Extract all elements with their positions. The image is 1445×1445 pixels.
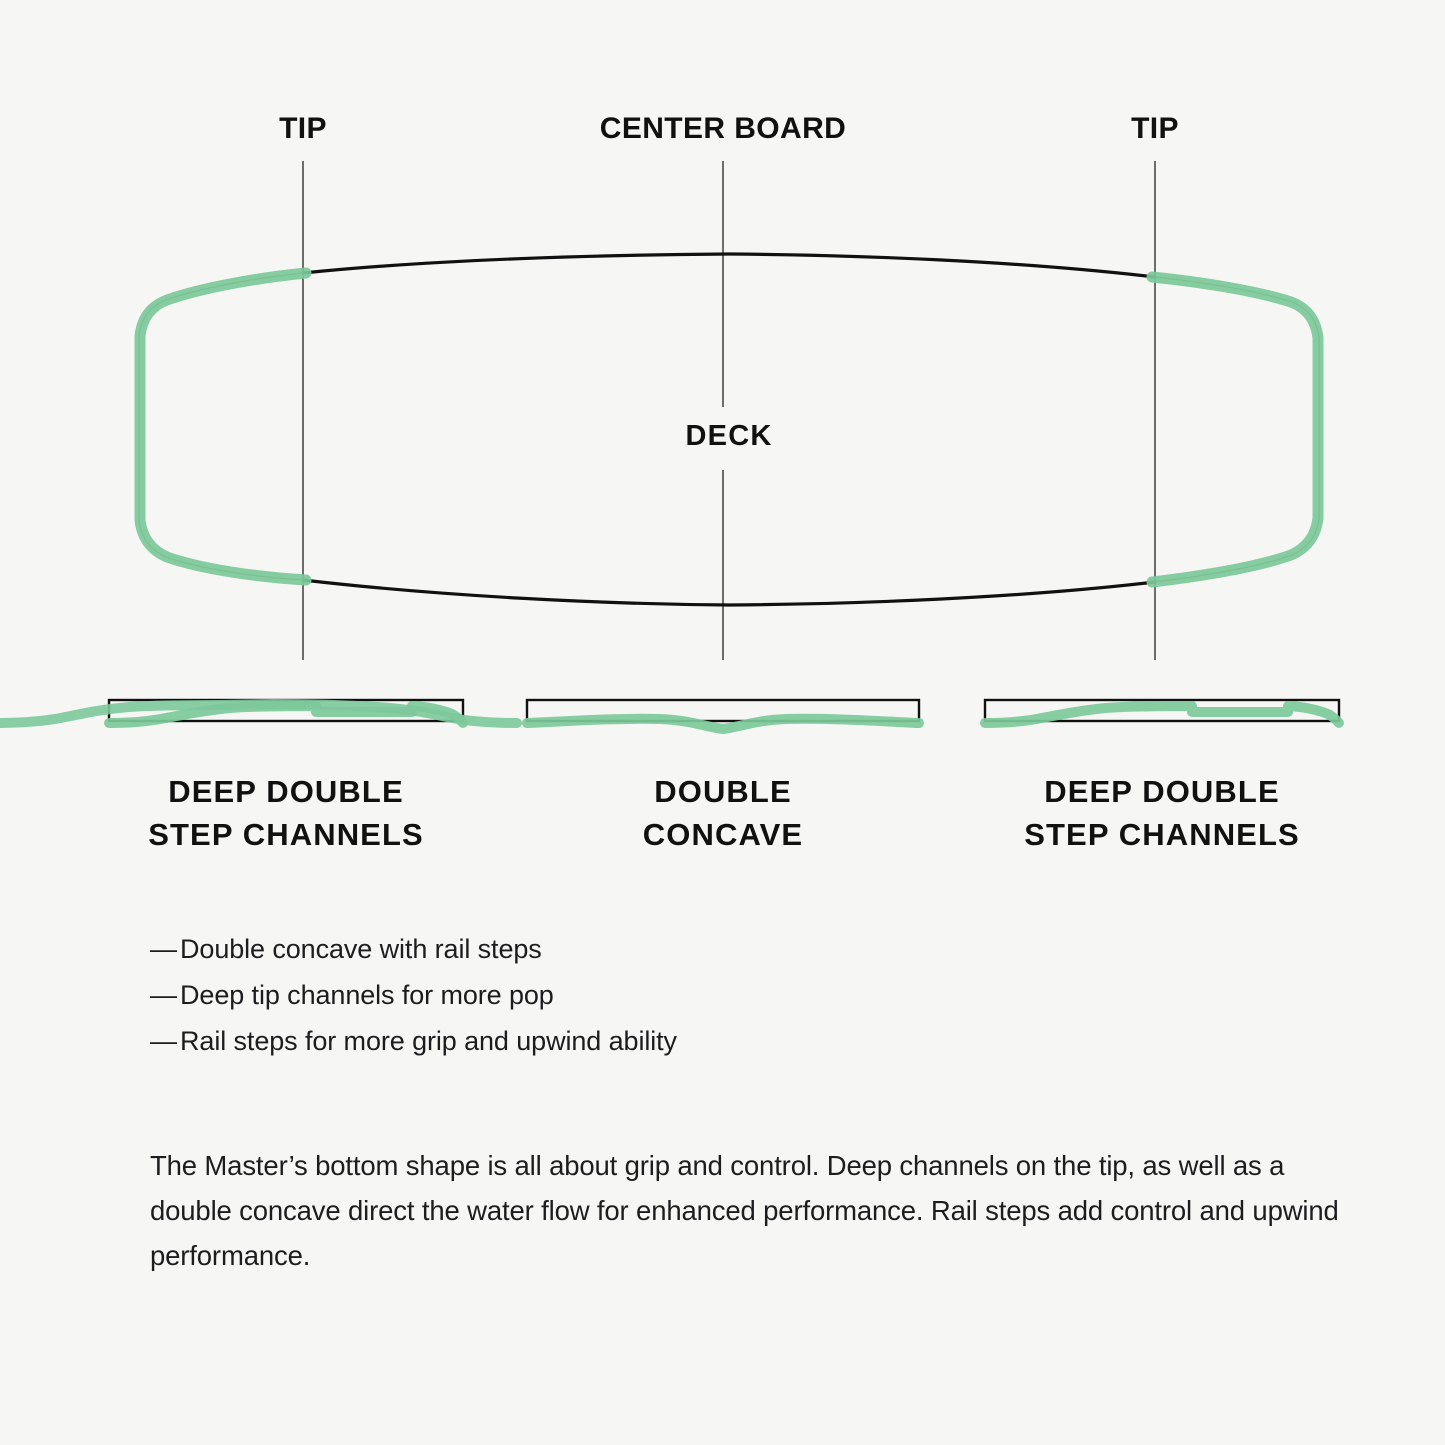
board-left-tip-hairline bbox=[138, 272, 304, 581]
bullet-text: Rail steps for more grip and upwind abil… bbox=[180, 1026, 677, 1056]
guide-line-center-upper bbox=[722, 161, 724, 407]
cross-section-right-deck-rect bbox=[983, 698, 1341, 723]
board-right-tip-green bbox=[1146, 271, 1324, 588]
bullet-text: Double concave with rail steps bbox=[180, 934, 542, 964]
section-caption-right-tip: DEEP DOUBLE STEP CHANNELS bbox=[1024, 770, 1300, 856]
list-item: — Rail steps for more grip and upwind ab… bbox=[150, 1024, 1050, 1058]
callout-label-tip-left: TIP bbox=[279, 112, 327, 145]
guide-line-tip-right bbox=[1154, 161, 1156, 660]
cross-section-left-tip bbox=[0, 698, 522, 728]
section-caption-center-board: DOUBLE CONCAVE bbox=[643, 770, 803, 856]
list-item: — Deep tip channels for more pop bbox=[150, 978, 1050, 1012]
cross-section-right-steps bbox=[980, 701, 1344, 728]
feature-bullet-list: — Double concave with rail steps — Deep … bbox=[150, 932, 1050, 1070]
bullet-dash-icon: — bbox=[150, 980, 177, 1010]
cross-section-left-profile bbox=[0, 699, 522, 728]
cross-section-center-profile bbox=[522, 713, 924, 734]
board-right-tip-hairline bbox=[1154, 276, 1320, 583]
section-caption-left-tip: DEEP DOUBLE STEP CHANNELS bbox=[148, 770, 424, 856]
deck-label: DECK bbox=[685, 420, 773, 452]
section-caption-left-tip-line1: DEEP DOUBLE bbox=[168, 774, 404, 809]
section-caption-center-board-line1: DOUBLE bbox=[654, 774, 792, 809]
guide-line-tip-left bbox=[302, 161, 304, 660]
cross-section-left-steps bbox=[104, 701, 468, 728]
cross-section-right-tip bbox=[980, 698, 1344, 728]
callout-label-center-board: CENTER BOARD bbox=[599, 112, 847, 145]
board-top-edge bbox=[301, 252, 1157, 279]
cross-section-left-deck-rect bbox=[107, 698, 465, 723]
section-caption-center-board-line2: CONCAVE bbox=[642, 817, 804, 852]
cross-section-center-deck-rect bbox=[525, 698, 921, 723]
section-caption-left-tip-line2: STEP CHANNELS bbox=[148, 817, 424, 852]
list-item: — Double concave with rail steps bbox=[150, 932, 1050, 966]
board-bottom-edge bbox=[301, 578, 1157, 607]
section-caption-right-tip-line2: STEP CHANNELS bbox=[1024, 817, 1300, 852]
board-left-tip-green bbox=[134, 267, 312, 586]
body-paragraph: The Master’s bottom shape is all about g… bbox=[150, 1150, 1339, 1271]
bullet-text: Deep tip channels for more pop bbox=[180, 980, 554, 1010]
callout-label-tip-right: TIP bbox=[1131, 112, 1179, 145]
guide-line-center-lower bbox=[722, 470, 724, 660]
section-caption-right-tip-line1: DEEP DOUBLE bbox=[1044, 774, 1280, 809]
cross-section-center-board bbox=[522, 698, 924, 734]
bullet-dash-icon: — bbox=[150, 1026, 177, 1056]
bullet-dash-icon: — bbox=[150, 934, 177, 964]
